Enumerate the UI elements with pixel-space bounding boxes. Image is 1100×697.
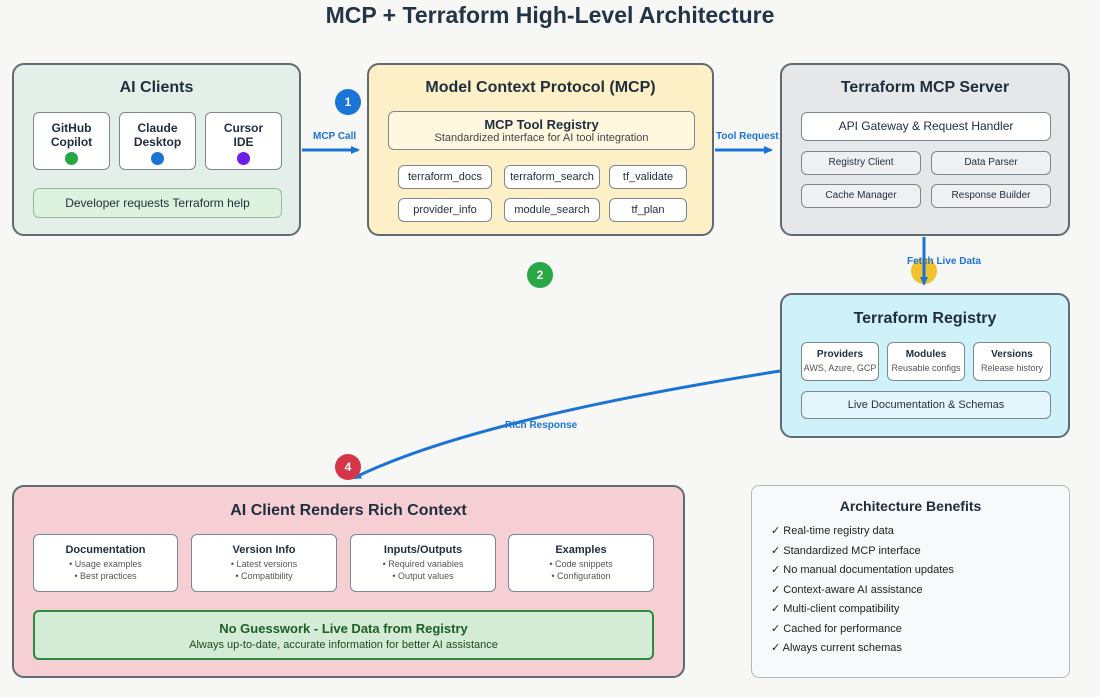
cache-manager-box: Cache Manager — [801, 184, 921, 208]
client-line1: Claude — [137, 121, 178, 135]
benefit-item: ✓ Multi-client compatibility — [771, 603, 900, 615]
benefit-item: ✓ Context-aware AI assistance — [771, 583, 923, 596]
card-line: • Code snippets — [549, 559, 613, 569]
tool-tf-plan: tf_plan — [609, 198, 687, 222]
card-name: Version Info — [232, 544, 296, 556]
benefit-item: ✓ Real-time registry data — [771, 525, 894, 537]
registry-title: Terraform Registry — [853, 310, 997, 327]
card-line: • Output values — [392, 571, 454, 581]
tool-terraform-search: terraform_search — [504, 165, 600, 189]
benefit-item: ✓ No manual documentation updates — [771, 564, 954, 576]
card-name: Documentation — [65, 544, 146, 556]
registry-item-versions: Versions Release history — [973, 342, 1051, 381]
card-line: • Required variables — [382, 559, 464, 569]
benefits-list: ✓ Real-time registry data ✓ Standardized… — [771, 524, 1061, 661]
client-claude-desktop: Claude Desktop — [119, 112, 196, 170]
step-badge-1: 1 — [335, 89, 361, 115]
server-title: Terraform MCP Server — [840, 79, 1010, 96]
tool-module-search: module_search — [504, 198, 600, 222]
registry-item-modules: Modules Reusable configs — [887, 342, 965, 381]
rich-response-label: Rich Response — [505, 420, 578, 431]
diagram-title: MCP + Terraform High-Level Architecture — [325, 2, 775, 28]
registry-client-box: Registry Client — [801, 151, 921, 175]
render-context-panel: AI Client Renders Rich Context Documenta… — [12, 485, 685, 678]
mcp-call-label: MCP Call — [313, 131, 357, 142]
ai-clients-title: AI Clients — [119, 79, 194, 96]
benefit-item: ✓ Standardized MCP interface — [771, 544, 921, 557]
developer-request-box: Developer requests Terraform help — [33, 188, 282, 218]
fetch-live-data-label: Fetch Live Data — [907, 256, 981, 267]
mcp-title: Model Context Protocol (MCP) — [425, 79, 656, 96]
client-status-dot-icon — [151, 152, 164, 165]
client-line1: GitHub — [51, 121, 92, 135]
card-line: • Best practices — [74, 571, 137, 581]
client-line2: Desktop — [133, 135, 182, 149]
terraform-mcp-server-panel: Terraform MCP Server API Gateway & Reque… — [780, 63, 1070, 236]
registry-item-desc: Reusable configs — [891, 363, 961, 373]
client-line2: IDE — [233, 135, 254, 149]
card-name: Examples — [555, 544, 607, 556]
client-line2: Copilot — [50, 135, 93, 149]
card-inputs-outputs: Inputs/Outputs • Required variables • Ou… — [350, 534, 496, 592]
response-builder-box: Response Builder — [931, 184, 1051, 208]
no-guesswork-subtitle: Always up-to-date, accurate information … — [189, 639, 498, 651]
card-examples: Examples • Code snippets • Configuration — [508, 534, 654, 592]
tool-terraform-docs: terraform_docs — [398, 165, 492, 189]
step-badge-4: 4 — [335, 454, 361, 480]
card-line: • Compatibility — [235, 571, 293, 581]
card-line: • Configuration — [551, 571, 611, 581]
terraform-registry-panel: Terraform Registry Providers AWS, Azure,… — [780, 293, 1070, 438]
mcp-panel: Model Context Protocol (MCP) MCP Tool Re… — [367, 63, 714, 236]
data-parser-box: Data Parser — [931, 151, 1051, 175]
tool-provider-info: provider_info — [398, 198, 492, 222]
card-version-info: Version Info • Latest versions • Compati… — [191, 534, 337, 592]
mcp-registry-title: MCP Tool Registry — [484, 117, 599, 132]
registry-item-name: Providers — [816, 349, 864, 360]
registry-item-desc: AWS, Azure, GCP — [803, 363, 877, 373]
render-title: AI Client Renders Rich Context — [230, 502, 467, 519]
mcp-tool-registry: MCP Tool Registry Standardized interface… — [388, 111, 695, 150]
card-name: Inputs/Outputs — [383, 544, 463, 556]
card-documentation: Documentation • Usage examples • Best pr… — [33, 534, 178, 592]
benefits-title: Architecture Benefits — [839, 498, 982, 514]
card-line: • Latest versions — [230, 559, 298, 569]
architecture-benefits-panel: Architecture Benefits ✓ Real-time regist… — [751, 485, 1070, 678]
mcp-registry-subtitle: Standardized interface for AI tool integ… — [434, 132, 649, 144]
registry-item-providers: Providers AWS, Azure, GCP — [801, 342, 879, 381]
live-docs-box: Live Documentation & Schemas — [801, 391, 1051, 419]
registry-item-name: Modules — [905, 349, 947, 360]
registry-item-name: Versions — [991, 349, 1033, 360]
tool-tf-validate: tf_validate — [609, 165, 687, 189]
api-gateway-box: API Gateway & Request Handler — [801, 112, 1051, 141]
client-github-copilot: GitHub Copilot — [33, 112, 110, 170]
no-guesswork-title: No Guesswork - Live Data from Registry — [219, 621, 468, 636]
card-line: • Usage examples — [69, 559, 142, 569]
rich-response-arrow — [352, 369, 781, 480]
benefit-item: ✓ Always current schemas — [771, 642, 902, 654]
client-line1: Cursor — [223, 121, 264, 135]
step-badge-2: 2 — [527, 262, 553, 288]
registry-item-desc: Release history — [980, 363, 1044, 373]
tool-request-label: Tool Request — [716, 131, 779, 142]
client-status-dot-icon — [65, 152, 78, 165]
client-status-dot-icon — [237, 152, 250, 165]
no-guesswork-box: No Guesswork - Live Data from Registry A… — [33, 610, 654, 660]
client-cursor-ide: Cursor IDE — [205, 112, 282, 170]
ai-clients-panel: AI Clients GitHub Copilot Claude Desktop… — [12, 63, 301, 236]
benefit-item: ✓ Cached for performance — [771, 622, 902, 635]
